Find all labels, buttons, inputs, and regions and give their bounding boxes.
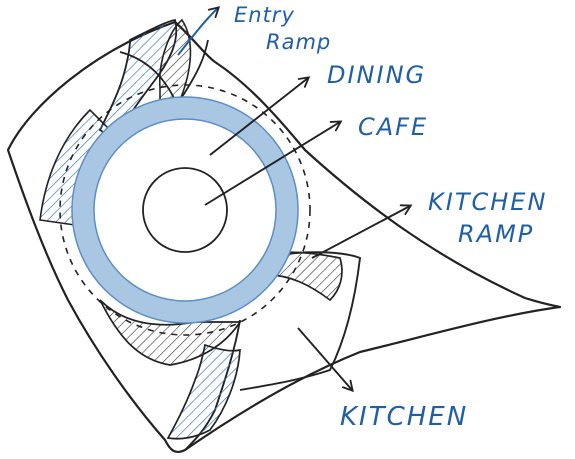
kitchen-arrow	[297, 327, 354, 393]
entry-ramp-label-line1: Entry	[234, 3, 295, 27]
entry-ramp-label-line2: Ramp	[266, 30, 332, 54]
kitchen-ramp-label-line2: RAMP	[458, 220, 535, 248]
dining-arrow	[209, 76, 311, 156]
dashed-boundary	[59, 84, 311, 336]
building-outline	[6, 20, 562, 454]
cafe-label: CAFE	[358, 113, 429, 141]
lower-ramp-band	[166, 343, 241, 440]
entry-ramp-arrow	[177, 6, 221, 56]
upper-ramp-curve	[119, 39, 209, 101]
cafe-arrow	[204, 120, 343, 206]
dining-label: DINING	[327, 61, 427, 89]
kitchen-ramp-arrow	[311, 204, 413, 259]
cafe-circle	[142, 167, 228, 253]
blue-ring	[72, 97, 298, 323]
blue-ring-outer-edge	[71, 96, 299, 324]
kitchen-ramp-label-line1: KITCHEN	[428, 188, 548, 216]
kitchen-label: KITCHEN	[340, 402, 469, 432]
